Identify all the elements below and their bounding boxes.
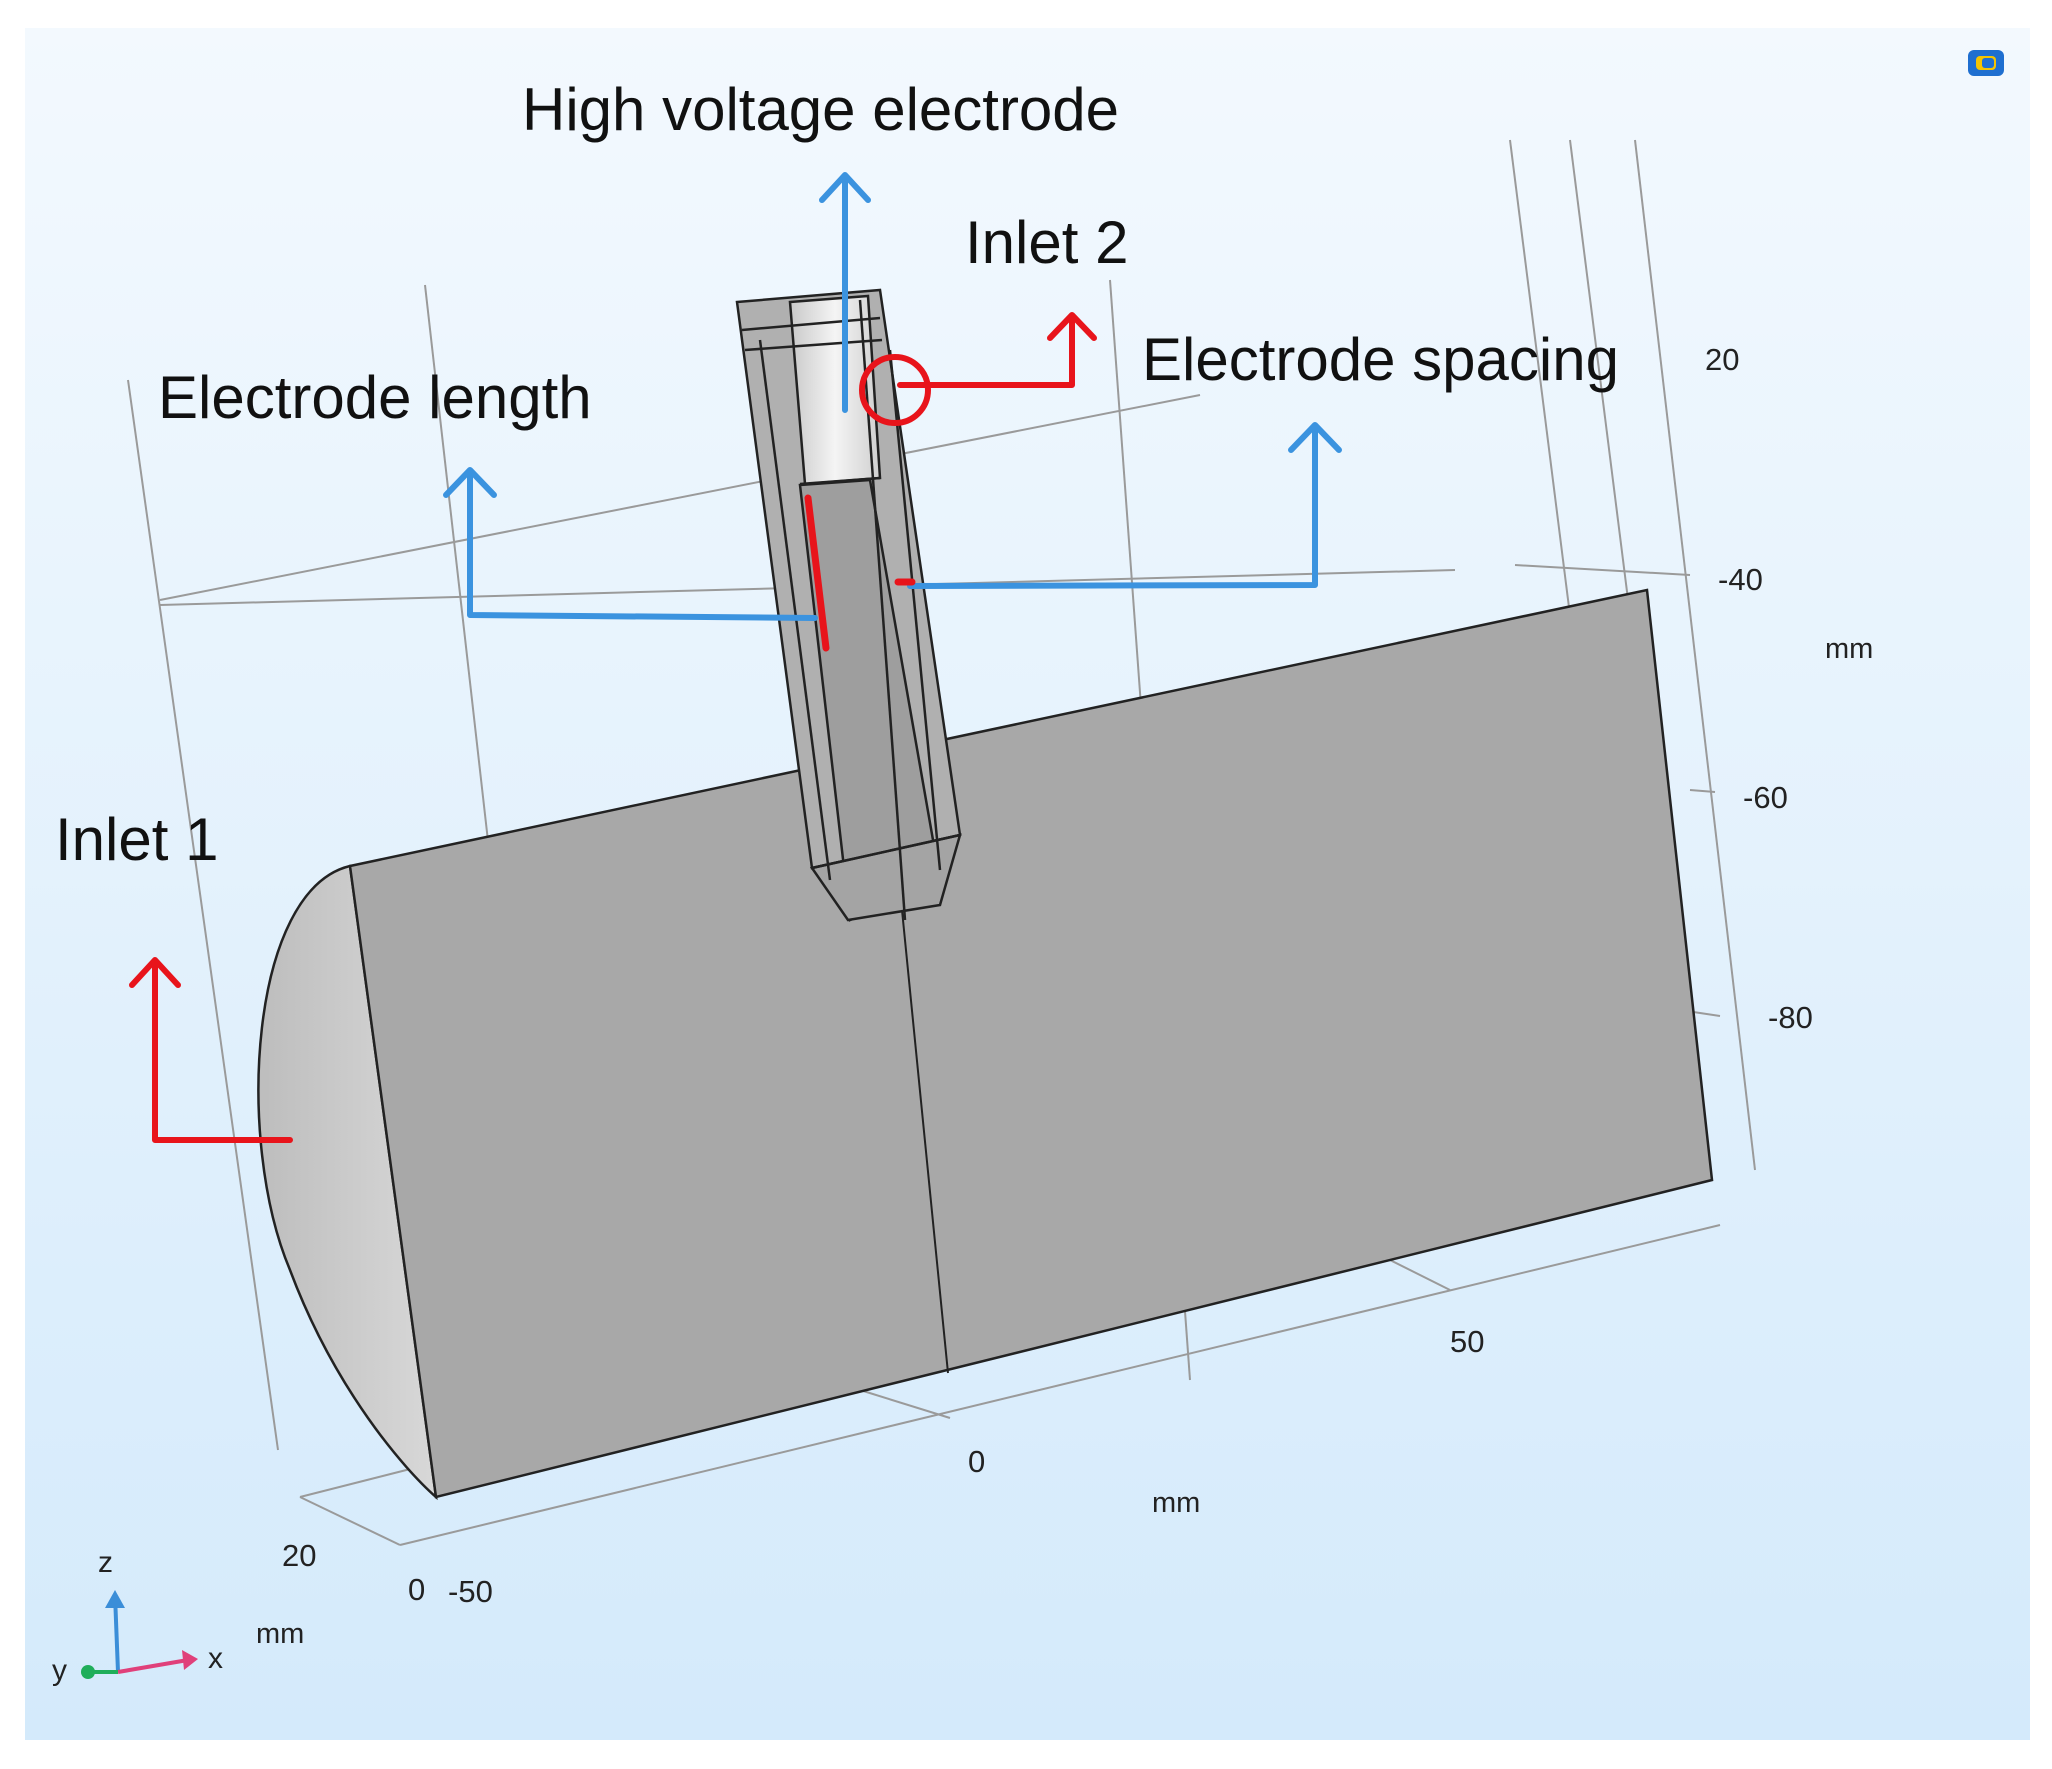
- tube-wall-line: [888, 349, 942, 871]
- triad-z-label: z: [98, 1546, 113, 1579]
- label-inlet-2: Inlet 2: [965, 209, 1128, 276]
- comsol-logo-icon: [1968, 50, 2004, 76]
- x-tick-50: 50: [1450, 1324, 1484, 1359]
- x-tick-0: 0: [968, 1444, 985, 1479]
- electrode-length-arrow: [443, 467, 818, 621]
- inlet-1-arrow: [129, 957, 293, 1143]
- chamber-mid-seam: [901, 909, 949, 1374]
- y-axis-unit: mm: [256, 1618, 304, 1650]
- z-tick-minus40: -40: [1718, 562, 1763, 597]
- label-electrode-spacing: Electrode spacing: [1142, 326, 1619, 393]
- tube-ring-line: [811, 833, 961, 870]
- x-tick-minus50: -50: [448, 1574, 493, 1609]
- tube-ring-line: [744, 338, 883, 352]
- chamber-end-cap: [257, 864, 438, 1501]
- tube-ring-line: [799, 476, 881, 486]
- z-axis-unit: mm: [1825, 633, 1873, 665]
- z-tick-minus80: -80: [1768, 1000, 1813, 1035]
- z-tick-minus60: -60: [1743, 780, 1788, 815]
- tube-wall-line: [758, 339, 832, 881]
- coordinate-triad-icon: z x y: [52, 1546, 223, 1687]
- label-inlet-1: Inlet 1: [55, 806, 218, 873]
- electrode-tube: [735, 288, 962, 922]
- label-electrode-length: Electrode length: [158, 364, 592, 431]
- inlet-2-marker: [859, 354, 931, 426]
- inlet-2-arrow: [897, 312, 1097, 388]
- triad-y-label: y: [52, 1654, 67, 1687]
- x-axis-unit: mm: [1152, 1487, 1200, 1519]
- electrode-spacing-arrow: [907, 422, 1342, 589]
- blue-annotations: [443, 172, 1342, 621]
- red-annotations: [129, 312, 1097, 1143]
- y-tick-0: 0: [408, 1572, 425, 1607]
- chamber-body: [257, 588, 1714, 1501]
- chamber-side-face: [348, 588, 1714, 1499]
- electrode-length-marker: [804, 494, 830, 652]
- z-tick-20: 20: [1705, 342, 1739, 377]
- y-tick-20: 20: [282, 1538, 316, 1573]
- label-high-voltage-electrode: High voltage electrode: [522, 76, 1119, 143]
- triad-x-label: x: [208, 1642, 223, 1675]
- tube-ring-line: [741, 316, 881, 332]
- hv-electrode-arrow: [819, 172, 871, 413]
